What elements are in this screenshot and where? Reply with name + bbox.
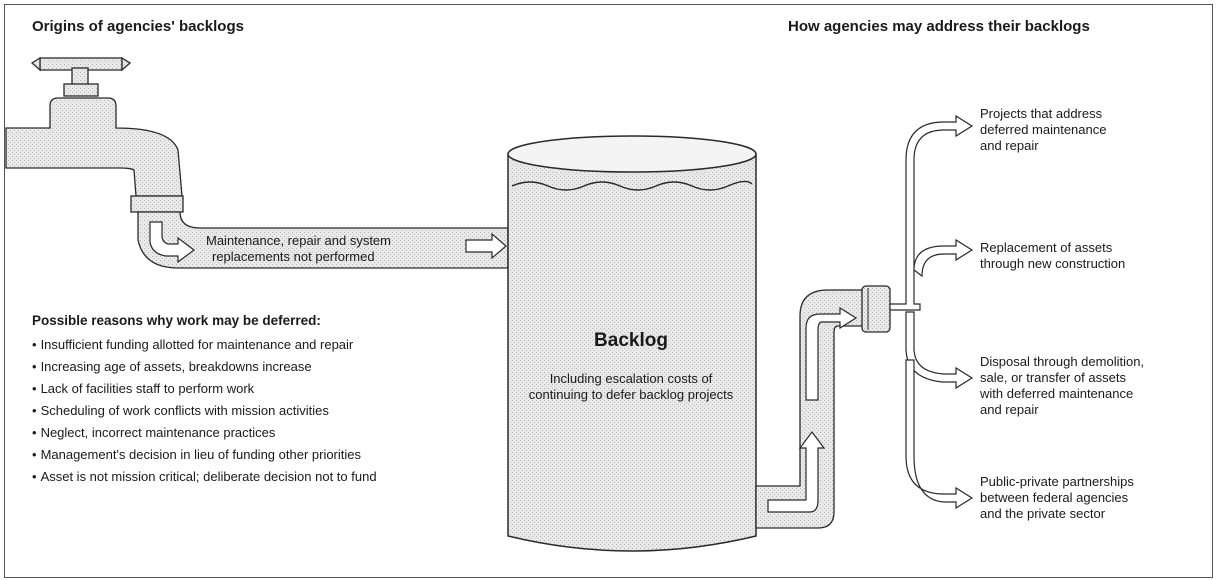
outcome-replacement: Replacement of assets through new constr… bbox=[980, 240, 1125, 272]
left-heading: Origins of agencies' backlogs bbox=[32, 18, 244, 35]
outcome-line: deferred maintenance bbox=[980, 122, 1107, 137]
outcome-line: Replacement of assets bbox=[980, 240, 1113, 255]
inflow-arrow-icon bbox=[149, 221, 507, 264]
reasons-title: Possible reasons why work may be deferre… bbox=[32, 313, 321, 328]
outcome-line: through new construction bbox=[980, 256, 1126, 271]
reason-item: Insufficient funding allotted for mainte… bbox=[32, 334, 377, 356]
outcome-line: and repair bbox=[980, 138, 1039, 153]
outcome-line: between federal agencies bbox=[980, 490, 1129, 505]
outcome-line: sale, or transfer of assets bbox=[980, 370, 1126, 385]
reason-item: Asset is not mission critical; deliberat… bbox=[32, 466, 377, 488]
reason-item: Lack of facilities staff to perform work bbox=[32, 378, 377, 400]
reason-item: Neglect, incorrect maintenance practices bbox=[32, 422, 377, 444]
outcome-disposal: Disposal through demolition, sale, or tr… bbox=[980, 354, 1144, 418]
outflow-arrow-icon bbox=[767, 306, 858, 513]
faucet-label-line2: replacements not performed bbox=[212, 249, 375, 264]
backlog-description: Including escalation costs of continuing… bbox=[528, 371, 734, 402]
outcome-line: Public-private partnerships bbox=[980, 474, 1134, 489]
outcome-projects: Projects that address deferred maintenan… bbox=[980, 106, 1106, 154]
faucet-label-line1: Maintenance, repair and system bbox=[206, 233, 391, 248]
outcome-branch-arrows bbox=[889, 114, 974, 510]
outcome-line: Projects that address bbox=[980, 106, 1103, 121]
outcome-partnerships: Public-private partnerships between fede… bbox=[980, 474, 1134, 522]
diagram-frame bbox=[4, 4, 1213, 578]
right-heading: How agencies may address their backlogs bbox=[788, 18, 1090, 35]
backlog-tank bbox=[507, 135, 757, 552]
outcome-line: and the private sector bbox=[980, 506, 1106, 521]
outflow-pipe bbox=[755, 289, 865, 529]
outcome-line: with deferred maintenance bbox=[980, 386, 1134, 401]
outflow-valve bbox=[861, 285, 891, 333]
faucet-handle-icon bbox=[30, 56, 132, 97]
outcome-line: and repair bbox=[980, 402, 1039, 417]
reason-item: Management's decision in lieu of funding… bbox=[32, 444, 377, 466]
reasons-list: Insufficient funding allotted for mainte… bbox=[32, 334, 377, 488]
outcome-line: Disposal through demolition, bbox=[980, 354, 1145, 369]
reason-item: Scheduling of work conflicts with missio… bbox=[32, 400, 377, 422]
reason-item: Increasing age of assets, breakdowns inc… bbox=[32, 356, 377, 378]
faucet-icon bbox=[5, 97, 184, 213]
backlog-title: Backlog bbox=[594, 330, 668, 351]
